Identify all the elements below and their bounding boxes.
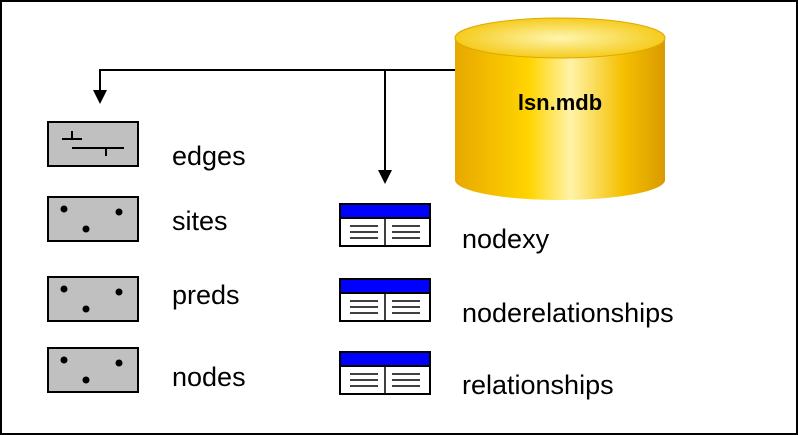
point-feature-class-icon xyxy=(47,276,139,322)
feature-class-label-sites: sites xyxy=(172,206,228,236)
database-cylinder-icon[interactable]: lsn.mdb xyxy=(454,17,666,200)
point-feature-class-icon xyxy=(47,347,139,393)
point-feature-class-icon xyxy=(47,196,139,242)
table-label-relationships: relationships xyxy=(462,370,614,400)
arrow-to-feature-classes xyxy=(99,69,455,92)
feature-class-label-preds: preds xyxy=(172,280,240,310)
table-icon xyxy=(339,203,431,247)
feature-class-label-nodes: nodes xyxy=(172,362,246,392)
arrowhead-feature-classes xyxy=(93,90,107,104)
connector-arrows xyxy=(99,69,455,172)
feature-class-label-edges: edges xyxy=(172,141,246,171)
table-icon xyxy=(339,278,431,322)
database-label: lsn.mdb xyxy=(518,90,602,115)
arrowhead-tables xyxy=(378,170,392,184)
table-label-noderelationships: noderelationships xyxy=(462,298,674,328)
table-label-nodexy: nodexy xyxy=(462,224,550,254)
line-feature-class-icon xyxy=(47,121,139,167)
table-icon xyxy=(339,351,431,395)
